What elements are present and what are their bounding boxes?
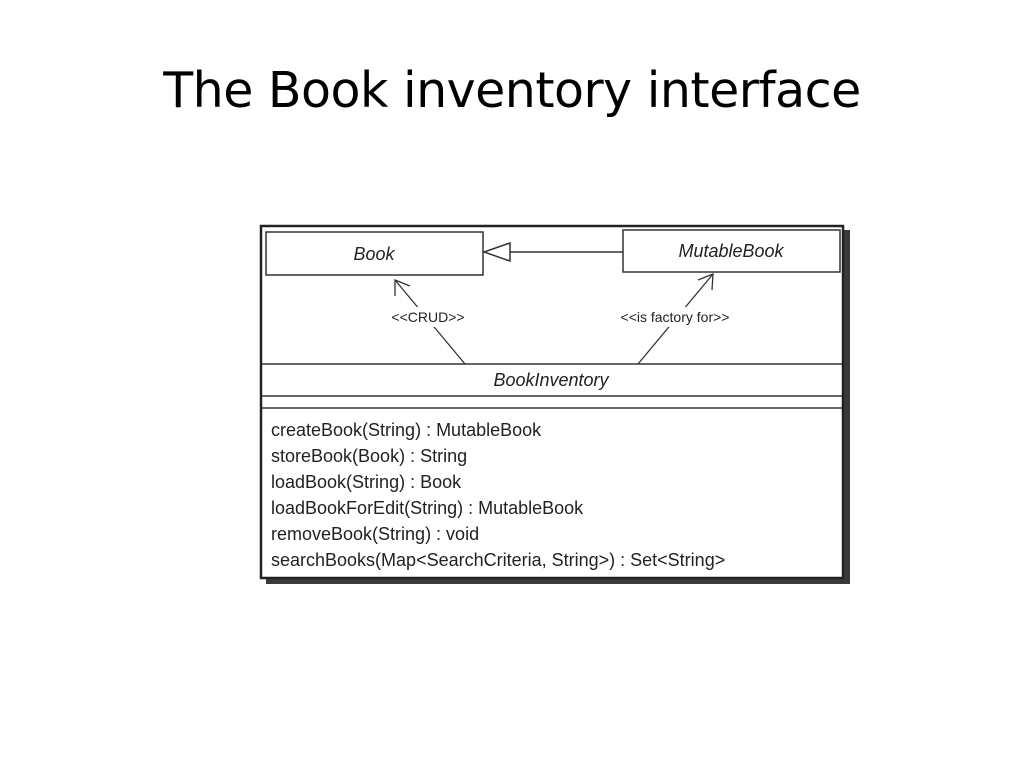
slide-title: The Book inventory interface xyxy=(163,62,861,119)
generalization-arrowhead xyxy=(481,241,511,263)
mutablebook-class-name: MutableBook xyxy=(678,241,784,261)
operation-item: searchBooks(Map<SearchCriteria, String>)… xyxy=(271,550,725,570)
factory-stereotype-label: <<is factory for>> xyxy=(621,309,730,325)
operation-item: removeBook(String) : void xyxy=(271,524,479,544)
operation-item: storeBook(Book) : String xyxy=(271,446,467,466)
operations-list: createBook(String) : MutableBook storeBo… xyxy=(271,420,725,570)
factory-arrowhead xyxy=(697,273,714,291)
crud-label-bg xyxy=(378,307,478,327)
operation-item: loadBook(String) : Book xyxy=(271,472,462,492)
book-class-box xyxy=(265,231,484,276)
book-class-name: Book xyxy=(353,244,395,264)
mutablebook-class-box xyxy=(622,229,841,273)
uml-diagram-canvas: Book MutableBook <<CRUD>> <<is factory f… xyxy=(259,224,850,584)
operation-item: createBook(String) : MutableBook xyxy=(271,420,542,440)
operation-item: loadBookForEdit(String) : MutableBook xyxy=(271,498,584,518)
factory-label-bg xyxy=(603,307,748,327)
crud-stereotype-label: <<CRUD>> xyxy=(391,309,464,325)
crud-arrowhead xyxy=(394,279,411,296)
diagram-frame xyxy=(259,224,845,580)
bookinventory-class-name: BookInventory xyxy=(493,370,609,390)
uml-class-diagram: Book MutableBook <<CRUD>> <<is factory f… xyxy=(258,222,852,586)
